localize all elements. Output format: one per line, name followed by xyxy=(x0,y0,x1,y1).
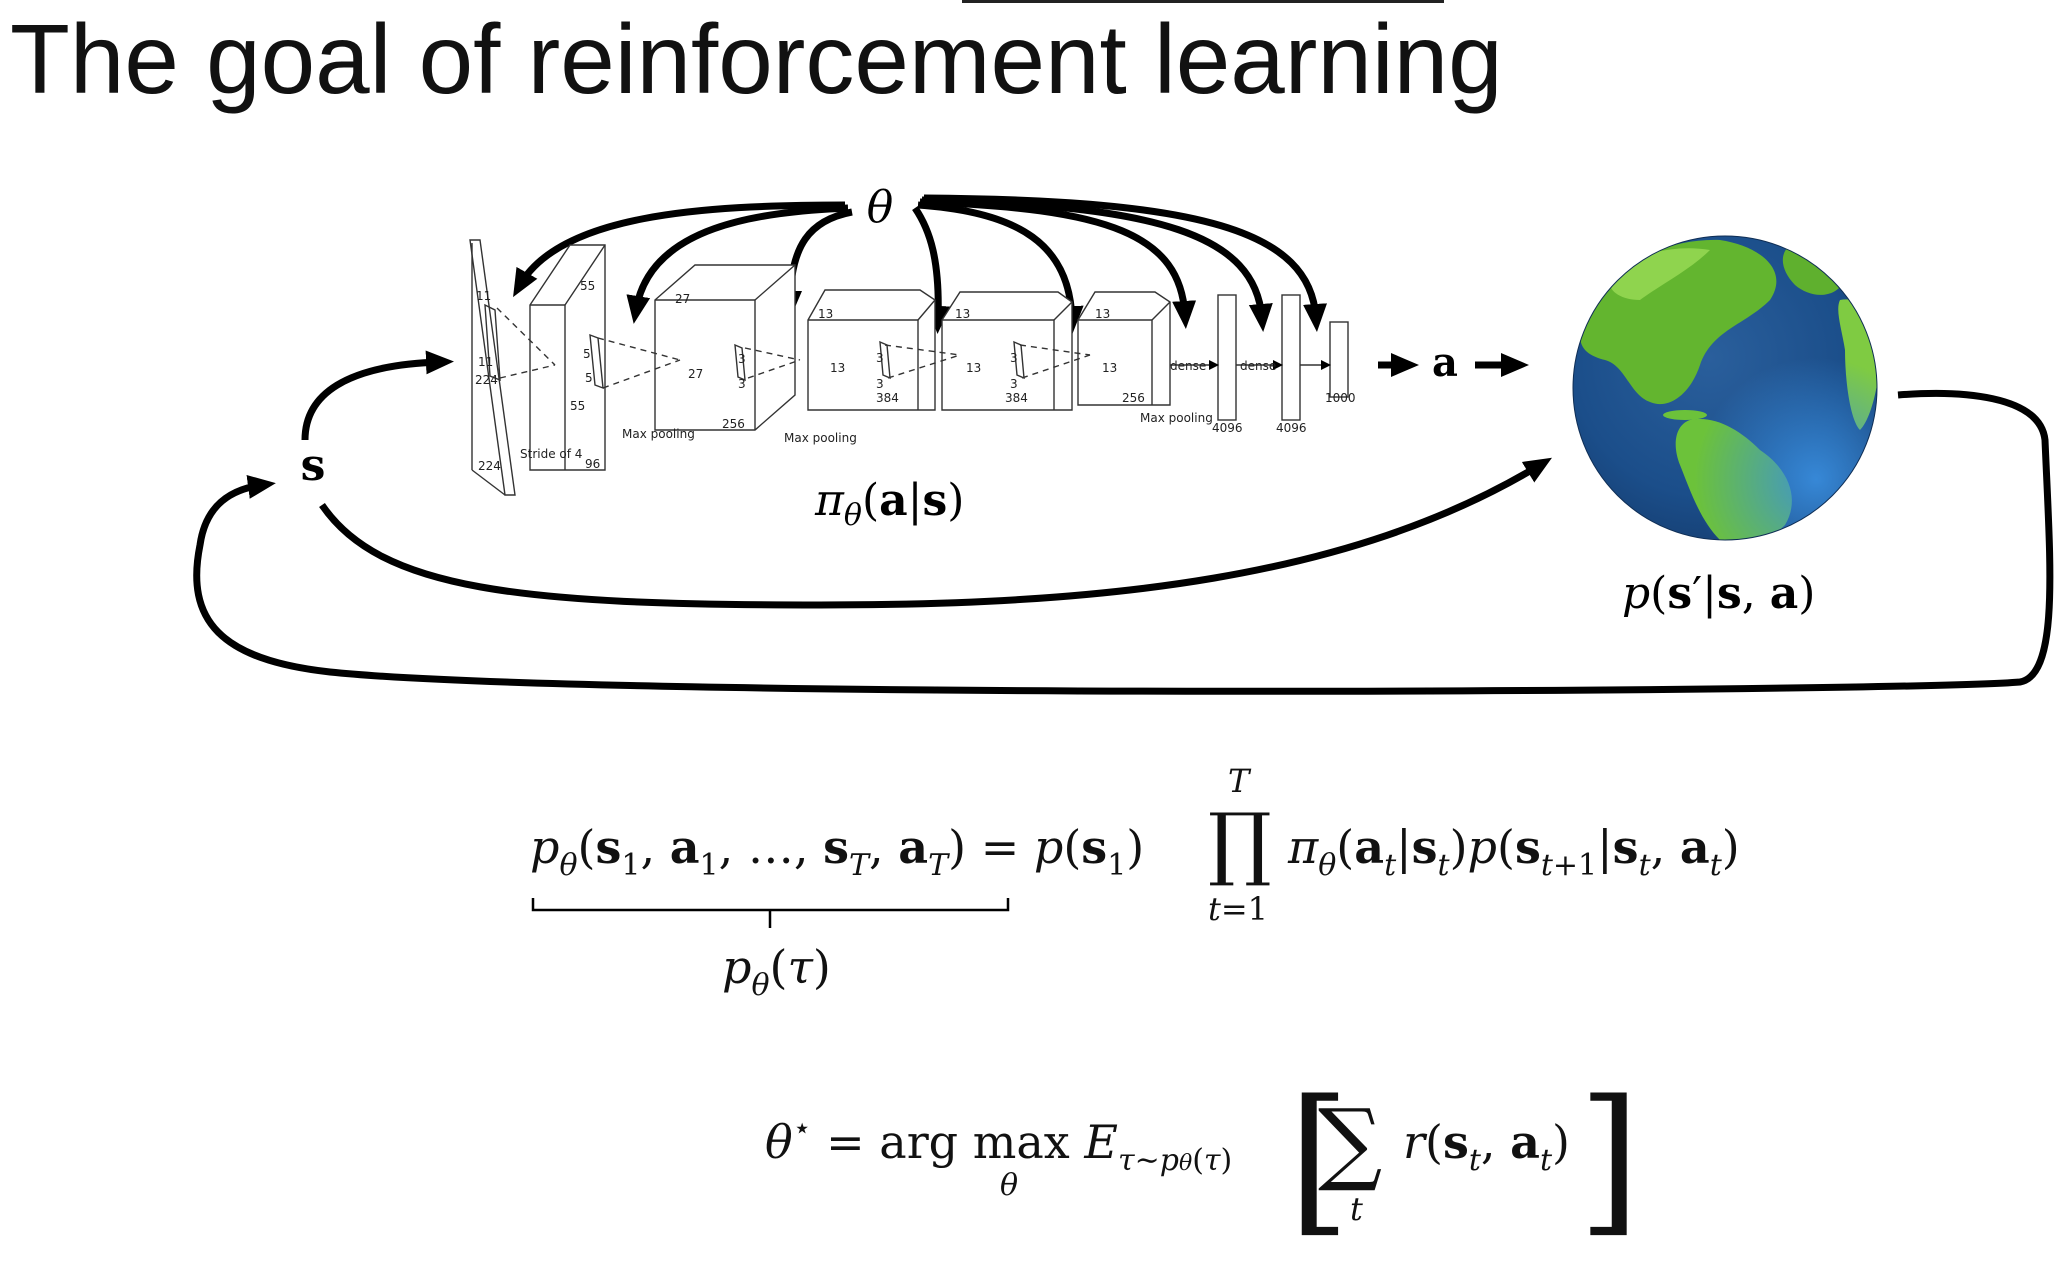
svg-text:55: 55 xyxy=(570,399,585,413)
svg-text:11: 11 xyxy=(478,355,493,369)
svg-text:dense: dense xyxy=(1170,359,1206,373)
conv1-block xyxy=(529,244,606,471)
cnn-figure xyxy=(469,239,1349,496)
cnn-labels: 11 11 224 224 Stride of 4 55 55 96 5 5 M… xyxy=(475,279,1356,473)
conv4-block xyxy=(941,291,1073,411)
svg-text:11: 11 xyxy=(476,289,491,303)
svg-text:13: 13 xyxy=(830,361,845,375)
right-bracket: ] xyxy=(1578,1065,1641,1252)
svg-text:13: 13 xyxy=(1102,361,1117,375)
svg-text:256: 256 xyxy=(1122,391,1145,405)
world-to-state-arrow xyxy=(193,389,2054,695)
fc1-block xyxy=(1217,294,1237,421)
pool-label-2: Max pooling xyxy=(784,431,857,445)
theta-arrow-fc1 xyxy=(921,196,1273,332)
stride-label: Stride of 4 xyxy=(520,447,582,461)
pool-label-3: Max pooling xyxy=(1140,411,1213,425)
svg-text:3: 3 xyxy=(876,377,884,391)
objective-equation: θ⋆ = arg max Eτ∼pθ(τ) xyxy=(765,1111,1233,1178)
trajectory-rhs: = p(s1) xyxy=(980,820,1145,883)
trajectory-rhs-terms: πθ(at|st)p(st+1|st, at) xyxy=(1288,820,1740,883)
fc3-block xyxy=(1329,321,1349,398)
top-decoration-line xyxy=(962,0,1444,3)
state-to-world-arrow xyxy=(319,457,1552,609)
theta-arrow-conv4 xyxy=(917,201,1084,334)
state-label: s xyxy=(301,440,326,491)
svg-text:96: 96 xyxy=(585,457,600,471)
theta-label: θ xyxy=(867,182,894,233)
svg-text:4096: 4096 xyxy=(1212,421,1243,435)
product-lower: t=1 xyxy=(1208,890,1269,928)
svg-text:224: 224 xyxy=(475,373,498,387)
theta-arrows xyxy=(513,194,1328,334)
svg-text:13: 13 xyxy=(955,307,970,321)
product-upper: T xyxy=(1228,762,1250,800)
slide-title: The goal of reinforcement learning xyxy=(10,4,1503,114)
svg-text:384: 384 xyxy=(1005,391,1028,405)
input-layer xyxy=(469,239,516,496)
pool-label-1: Max pooling xyxy=(622,427,695,441)
input-kernel xyxy=(484,303,501,382)
svg-text:1000: 1000 xyxy=(1325,391,1356,405)
state-to-policy-arrow xyxy=(301,350,454,441)
sum-symbol: ∑ xyxy=(1318,1090,1383,1195)
svg-text:3: 3 xyxy=(1010,351,1018,365)
svg-text:13: 13 xyxy=(966,361,981,375)
sum-lower: t xyxy=(1350,1190,1363,1228)
svg-text:3: 3 xyxy=(738,377,746,391)
theta-arrow-conv1 xyxy=(626,204,849,324)
theta-arrow-input xyxy=(513,201,846,298)
svg-text:384: 384 xyxy=(876,391,899,405)
svg-text:5: 5 xyxy=(583,347,591,361)
theta-arrow-conv3 xyxy=(912,206,951,334)
svg-text:3: 3 xyxy=(1010,377,1018,391)
svg-text:55: 55 xyxy=(580,279,595,293)
svg-text:5: 5 xyxy=(585,371,593,385)
theta-arrow-fc2 xyxy=(923,194,1328,332)
dynamics-label: p(s′|s, a) xyxy=(1622,568,1815,619)
argmax-subscript: θ xyxy=(1000,1168,1019,1203)
underbrace xyxy=(531,898,1010,928)
action-label: a xyxy=(1432,339,1458,386)
svg-text:27: 27 xyxy=(675,292,690,306)
svg-text:13: 13 xyxy=(1095,307,1110,321)
brace-label: pθ(τ) xyxy=(722,940,831,1003)
trajectory-lhs: pθ(s1, a1, …, sT, aT) xyxy=(530,820,967,883)
svg-text:224: 224 xyxy=(478,459,501,473)
trajectory-equation: pθ(s1, a1, …, sT, aT) = p(s1) xyxy=(530,820,1145,883)
svg-text:3: 3 xyxy=(738,352,746,366)
svg-text:dense: dense xyxy=(1240,359,1276,373)
reward-term: r(st, at) xyxy=(1403,1115,1570,1178)
svg-text:27: 27 xyxy=(688,367,703,381)
fc2-block xyxy=(1281,294,1301,421)
product-symbol: ∏ xyxy=(1208,796,1272,889)
left-bracket: [ xyxy=(1288,1065,1351,1252)
conv2-block xyxy=(654,264,796,431)
conv5-block xyxy=(1077,291,1171,406)
loop-arrows xyxy=(193,350,2054,695)
svg-text:256: 256 xyxy=(722,417,745,431)
svg-text:4096: 4096 xyxy=(1276,421,1307,435)
svg-text:3: 3 xyxy=(876,351,884,365)
svg-text:13: 13 xyxy=(818,307,833,321)
policy-label: πθ(a|s) xyxy=(814,475,964,533)
earth-globe-icon xyxy=(1572,235,1878,541)
